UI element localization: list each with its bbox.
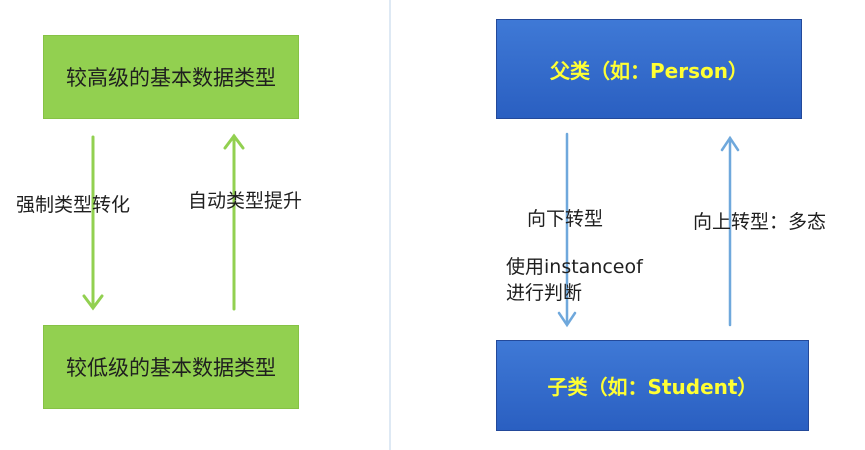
downcast-label: 向下转型 xyxy=(527,208,604,230)
upcast-polymorphism-label: 向上转型：多态 xyxy=(693,211,827,233)
blue-down-arrow xyxy=(557,132,577,328)
instanceof-note-line1: 使用instanceof xyxy=(506,256,643,278)
higher-primitive-label: 较高级的基本数据类型 xyxy=(66,66,276,90)
higher-primitive-box: 较高级的基本数据类型 xyxy=(43,35,299,119)
blue-up-arrow xyxy=(720,135,740,327)
parent-class-box: 父类（如：Person） xyxy=(496,19,802,119)
child-class-box: 子类（如：Student） xyxy=(496,340,809,431)
instanceof-note-line2: 进行判断 xyxy=(506,282,583,304)
green-down-arrow xyxy=(82,135,104,311)
child-class-label: 子类（如：Student） xyxy=(547,375,758,399)
lower-primitive-label: 较低级的基本数据类型 xyxy=(66,356,276,380)
lower-primitive-box: 较低级的基本数据类型 xyxy=(43,325,299,409)
parent-class-label: 父类（如：Person） xyxy=(550,58,748,83)
auto-promotion-label: 自动类型提升 xyxy=(188,190,303,212)
green-up-arrow xyxy=(223,133,245,311)
explicit-cast-label: 强制类型转化 xyxy=(16,194,131,216)
